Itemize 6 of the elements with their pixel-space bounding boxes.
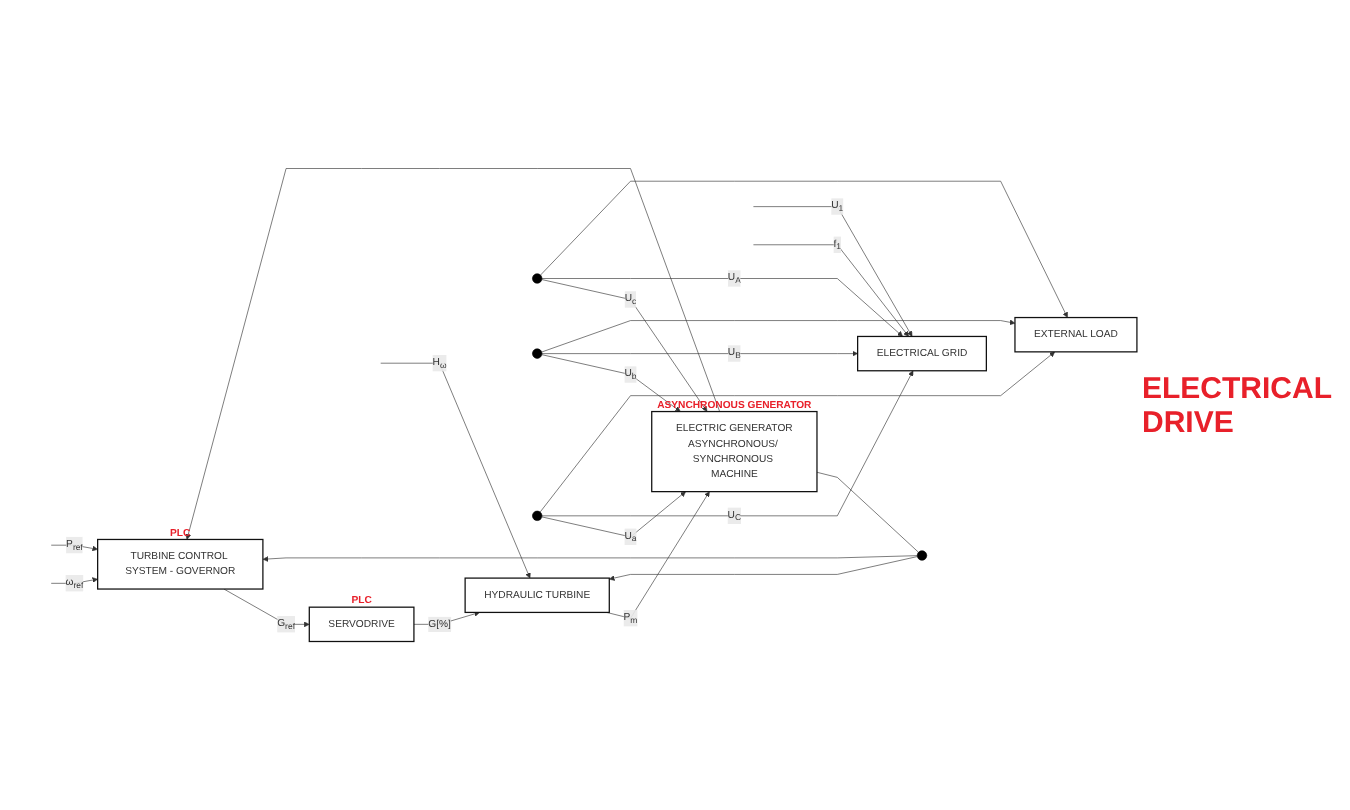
- node-circle: [916, 550, 928, 561]
- node-circle: [532, 348, 543, 359]
- node-circle: [532, 510, 543, 521]
- connector: [816, 471, 919, 553]
- annotation-text: ELECTRICAL DRIVE: [1142, 371, 1334, 439]
- node-circle: [532, 273, 543, 284]
